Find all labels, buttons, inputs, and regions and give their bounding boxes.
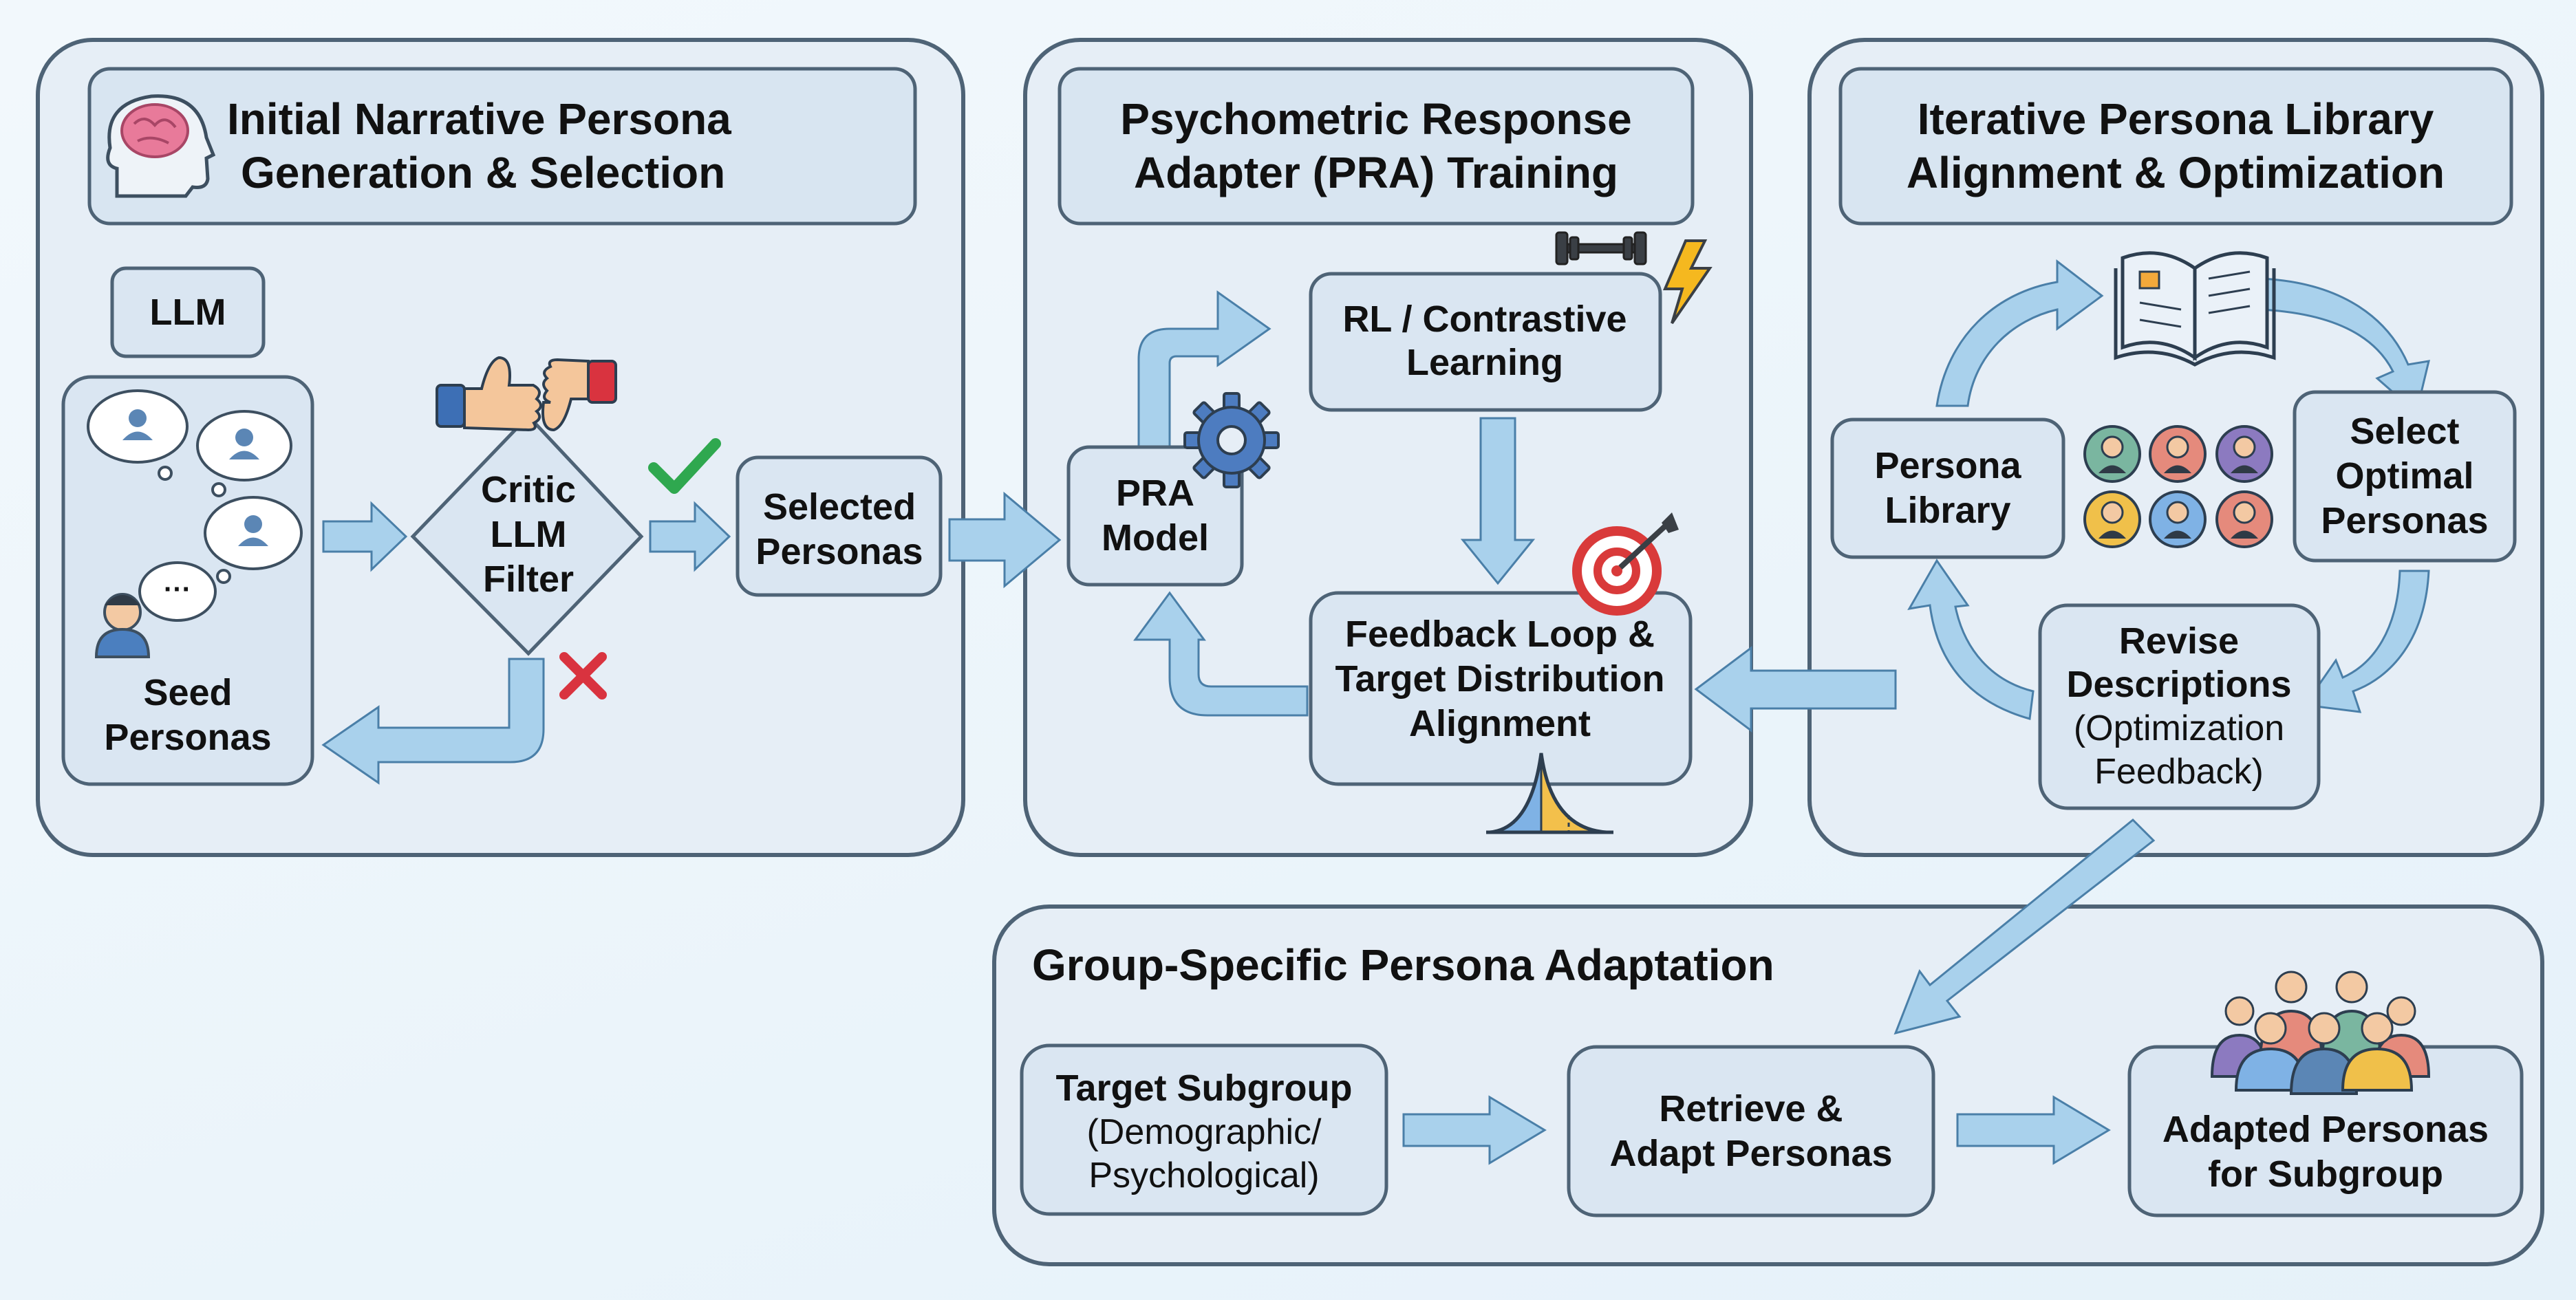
arrow-selected-to-pra (948, 491, 1062, 589)
seed-personas-line1: Seed (143, 672, 232, 713)
panel-pra-title-line1: Psychometric Response (1120, 94, 1631, 144)
adapted-line2: for Subgroup (2208, 1153, 2443, 1195)
user-icon (94, 593, 151, 658)
feedback-line2: Target Distribution (1335, 658, 1665, 700)
critic-llm-filter-diamond (410, 413, 644, 656)
dumbbell-icon (1555, 231, 1647, 266)
panel-initial-title-line1: Initial Narrative Persona (227, 94, 731, 144)
pra-model-line1: PRA (1116, 473, 1194, 514)
selected-personas-line1: Selected (763, 486, 916, 528)
pra-model-line2: Model (1102, 517, 1209, 559)
target-line1: Target Subgroup (1056, 1068, 1353, 1109)
persona-library-line2: Library (1885, 490, 2010, 531)
revise-line2: Descriptions (2066, 664, 2291, 705)
persona-avatars-icon (2083, 425, 2273, 548)
target-line2: (Demographic/ (1086, 1112, 1322, 1152)
brain-head-icon (106, 94, 216, 198)
seed-personas-line2: Personas (104, 717, 271, 758)
panel-pra-title-line2: Adapter (PRA) Training (1134, 148, 1618, 197)
revise-descriptions-box (2038, 603, 2321, 810)
thumbs-down-icon (541, 358, 617, 432)
arrow-feedback-to-pra (1133, 591, 1309, 717)
retrieve-line1: Retrieve & (1659, 1088, 1843, 1129)
arrow-critic-to-selected (649, 501, 731, 572)
feedback-line1: Feedback Loop & (1345, 614, 1655, 655)
persona-library-box (1830, 418, 2065, 559)
rl-line2: Learning (1406, 342, 1563, 383)
select-line3: Personas (2321, 500, 2488, 541)
header-iterative-library (1838, 67, 2513, 226)
target-line3: Psychological) (1088, 1156, 1319, 1195)
rl-line1: RL / Contrastive (1342, 299, 1627, 340)
rl-contrastive-box (1309, 272, 1662, 412)
select-optimal-box (2293, 390, 2517, 563)
feedback-line3: Alignment (1409, 703, 1591, 744)
arrow-select-to-revise (2303, 570, 2430, 713)
lightning-icon (1662, 239, 1713, 325)
revise-line3: (Optimization (2074, 708, 2284, 748)
select-line2: Optimal (2335, 455, 2473, 497)
retrieve-line2: Adapt Personas (1609, 1133, 1892, 1174)
header-pra-training (1058, 67, 1695, 226)
panel-group-title: Group-Specific Persona Adaptation (1032, 940, 1774, 990)
persona-library-line1: Persona (1874, 445, 2021, 486)
selected-personas-line2: Personas (755, 531, 923, 572)
panel-iterative-title-line1: Iterative Persona Library (1918, 94, 2434, 144)
pra-model-box (1066, 445, 1244, 587)
adapted-line1: Adapted Personas (2162, 1109, 2489, 1150)
critic-line1: Critic (481, 469, 576, 510)
arrow-library-to-feedback (1694, 646, 1897, 733)
arrow-target-to-retrieve (1402, 1095, 1547, 1165)
check-icon (648, 438, 721, 494)
bell-curve-icon (1486, 752, 1613, 834)
critic-line3: Filter (483, 559, 574, 600)
selected-personas-box (736, 455, 943, 597)
speech-ellipsis: ··· (164, 574, 191, 605)
arrow-library-to-book (1935, 259, 2104, 407)
arrow-seed-to-critic (322, 501, 408, 572)
select-line1: Select (2350, 411, 2459, 452)
feedback-loop-box (1309, 591, 1693, 786)
critic-line2: LLM (491, 514, 567, 555)
gear-icon (1183, 392, 1280, 488)
panel-iterative-title-line2: Alignment & Optimization (1907, 148, 2445, 197)
open-book-icon (2114, 251, 2276, 367)
target-icon (1572, 512, 1679, 616)
arrow-revise-to-retrieve (1893, 818, 2156, 1035)
thumbs-up-icon (436, 356, 542, 432)
revise-line4: Feedback) (2094, 752, 2264, 792)
retrieve-adapt-box (1567, 1045, 1935, 1217)
arrow-pra-to-rl (1137, 290, 1271, 450)
persona-mini-avatars (122, 409, 268, 546)
target-subgroup-box (1020, 1043, 1388, 1216)
llm-label: LLM (150, 292, 226, 333)
arrow-retrieve-to-adapted (1956, 1095, 2111, 1165)
arrow-rejected-back-to-seed (321, 658, 545, 785)
llm-box (110, 266, 266, 358)
panel-initial-title-line2: Generation & Selection (241, 148, 725, 197)
people-group-icon (2210, 971, 2431, 1095)
revise-line1: Revise (2119, 620, 2239, 662)
arrow-revise-to-library (1907, 559, 2035, 720)
header-initial-generation (87, 67, 917, 226)
cross-icon (559, 652, 607, 700)
arrow-rl-to-feedback (1460, 417, 1536, 585)
